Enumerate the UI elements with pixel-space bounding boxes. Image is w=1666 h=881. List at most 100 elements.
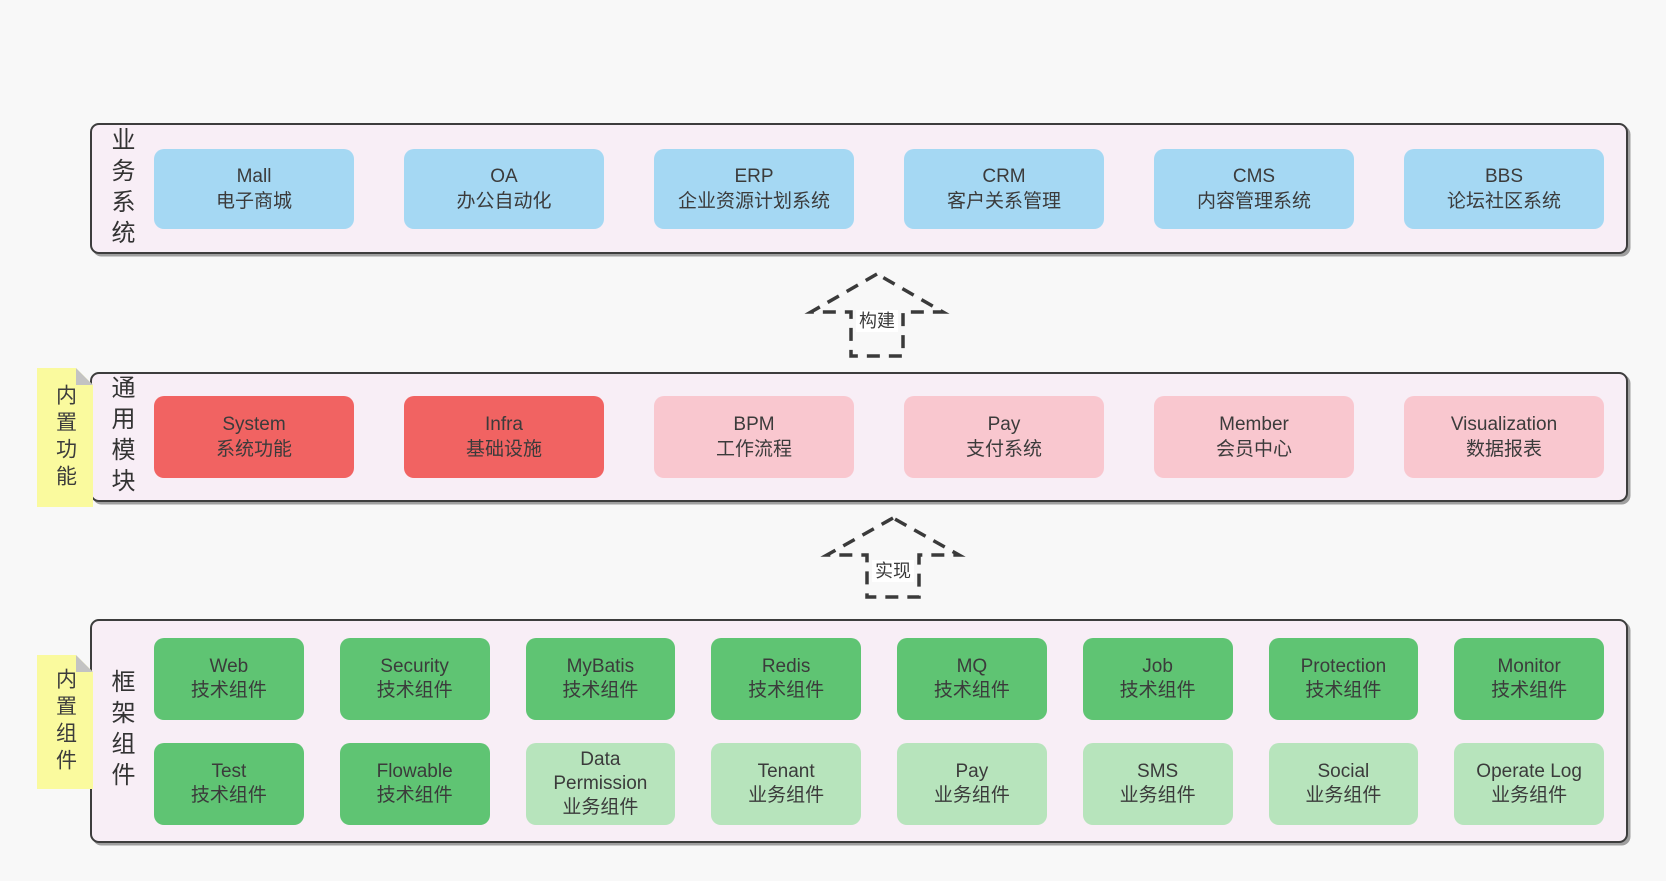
box-name: Infra	[484, 414, 524, 435]
box-job: Job 技术组件	[1082, 637, 1233, 720]
box-name: Member	[1219, 414, 1289, 435]
box-oa: OA 办公自动化	[404, 148, 604, 229]
box-subtitle: 技术组件	[1305, 679, 1382, 701]
box-name: ERP	[734, 165, 774, 187]
box-mybatis: MyBatis 技术组件	[525, 637, 676, 720]
box-operate-log: Operate Log 业务组件	[1454, 742, 1604, 825]
box-subtitle: 技术组件	[933, 679, 1010, 701]
box-name: Monitor	[1497, 655, 1561, 677]
box-tenant: Tenant 业务组件	[711, 742, 861, 825]
box-pay-component: Pay 业务组件	[897, 742, 1047, 825]
box-name: CRM	[982, 165, 1026, 187]
box-name: Operate Log	[1476, 760, 1582, 782]
box-name: Flowable	[376, 760, 453, 782]
band-content: Web 技术组件 Security 技术组件 MyBatis 技术组件 Redi…	[148, 621, 1626, 841]
band-label: 业务系统	[107, 126, 134, 251]
box-subtitle: 会员中心	[1215, 439, 1292, 460]
box-cms: CMS 内容管理系统	[1154, 148, 1354, 229]
box-sms: SMS 业务组件	[1082, 742, 1233, 825]
band-label-column: 通用模块	[92, 374, 148, 500]
box-subtitle: 工作流程	[715, 439, 792, 460]
sticky-label: 内置组件	[53, 668, 77, 776]
box-bbs: BBS 论坛社区系统	[1404, 148, 1604, 229]
box-subtitle: 电子商城	[215, 190, 292, 212]
band-label-column: 框架组件	[92, 621, 148, 841]
box-subtitle: 支付系统	[965, 439, 1042, 460]
box-name: Pay	[987, 414, 1021, 435]
implement-arrow	[820, 515, 966, 599]
box-mall: Mall 电子商城	[154, 148, 354, 229]
box-subtitle: 技术组件	[190, 679, 267, 701]
box-test: Test 技术组件	[154, 742, 304, 825]
box-subtitle: 内容管理系统	[1196, 190, 1311, 212]
box-subtitle: 业务组件	[1119, 784, 1196, 806]
box-data-permission: Data Permission 业务组件	[525, 742, 676, 825]
implement-arrow-label: 实现	[872, 560, 914, 582]
box-erp: ERP 企业资源计划系统	[654, 148, 854, 229]
box-name: Test	[211, 760, 247, 782]
box-monitor: Monitor 技术组件	[1454, 637, 1604, 720]
box-subtitle: 办公自动化	[456, 190, 552, 212]
band-label: 框架组件	[107, 669, 134, 793]
up-arrow-icon	[804, 271, 950, 358]
band-common-modules: 通用模块 System 系统功能 Infra 基础设施 BPM 工作流程 Pay…	[90, 372, 1628, 502]
box-name: SMS	[1137, 760, 1179, 782]
box-bpm: BPM 工作流程	[654, 396, 854, 478]
band-label: 通用模块	[107, 375, 134, 499]
box-subtitle: 业务组件	[562, 796, 639, 818]
box-subtitle: 客户关系管理	[946, 190, 1061, 212]
box-subtitle: 系统功能	[215, 439, 292, 460]
box-member: Member 会员中心	[1154, 396, 1354, 478]
box-name: Mall	[236, 165, 272, 187]
band-content: System 系统功能 Infra 基础设施 BPM 工作流程 Pay 支付系统…	[148, 374, 1626, 500]
sticky-builtin-features: 内置功能	[37, 368, 93, 507]
box-protection: Protection 技术组件	[1268, 637, 1419, 720]
box-subtitle: 技术组件	[376, 679, 453, 701]
box-name: Visualization	[1450, 414, 1558, 435]
box-name: BBS	[1484, 165, 1524, 187]
band-content: Mall 电子商城 OA 办公自动化 ERP 企业资源计划系统 CRM 客户关系…	[148, 125, 1626, 252]
box-pay-module: Pay 支付系统	[904, 396, 1104, 478]
box-name: MyBatis	[566, 655, 635, 677]
band-label-column: 业务系统	[92, 125, 148, 252]
component-row-1: Web 技术组件 Security 技术组件 MyBatis 技术组件 Redi…	[154, 637, 1604, 720]
box-mq: MQ 技术组件	[897, 637, 1047, 720]
box-name: Pay	[955, 760, 989, 782]
box-subtitle: 业务组件	[1491, 784, 1568, 806]
box-crm: CRM 客户关系管理	[904, 148, 1104, 229]
box-infra: Infra 基础设施	[404, 396, 604, 478]
box-name: CMS	[1232, 165, 1276, 187]
band-business-systems: 业务系统 Mall 电子商城 OA 办公自动化 ERP 企业资源计划系统 CRM…	[90, 123, 1628, 254]
build-arrow-label: 构建	[856, 310, 898, 332]
box-name: BPM	[733, 414, 775, 435]
box-redis: Redis 技术组件	[711, 637, 861, 720]
box-subtitle: 企业资源计划系统	[677, 190, 830, 212]
box-name: Data Permission	[553, 748, 648, 794]
sticky-builtin-components: 内置组件	[37, 655, 93, 789]
box-subtitle: 技术组件	[1491, 679, 1568, 701]
box-subtitle: 技术组件	[190, 784, 267, 806]
box-web: Web 技术组件	[154, 637, 304, 720]
build-arrow	[804, 271, 950, 358]
band-framework-components: 框架组件 Web 技术组件 Security 技术组件 MyBatis 技术组件…	[90, 619, 1628, 843]
box-subtitle: 业务组件	[1305, 784, 1382, 806]
box-name: OA	[490, 165, 518, 187]
box-name: Security	[380, 655, 449, 677]
box-system: System 系统功能	[154, 396, 354, 478]
box-subtitle: 业务组件	[933, 784, 1010, 806]
box-name: Tenant	[757, 760, 815, 782]
box-name: Web	[209, 655, 249, 677]
box-subtitle: 技术组件	[562, 679, 639, 701]
box-name: Job	[1142, 655, 1173, 677]
component-row-2: Test 技术组件 Flowable 技术组件 Data Permission …	[154, 742, 1604, 825]
box-social: Social 业务组件	[1268, 742, 1419, 825]
box-flowable: Flowable 技术组件	[339, 742, 490, 825]
box-name: System	[222, 414, 286, 435]
box-visualization: Visualization 数据报表	[1404, 396, 1604, 478]
box-subtitle: 技术组件	[1119, 679, 1196, 701]
box-subtitle: 技术组件	[376, 784, 453, 806]
box-subtitle: 业务组件	[748, 784, 825, 806]
box-security: Security 技术组件	[339, 637, 490, 720]
up-arrow-icon	[820, 515, 966, 599]
